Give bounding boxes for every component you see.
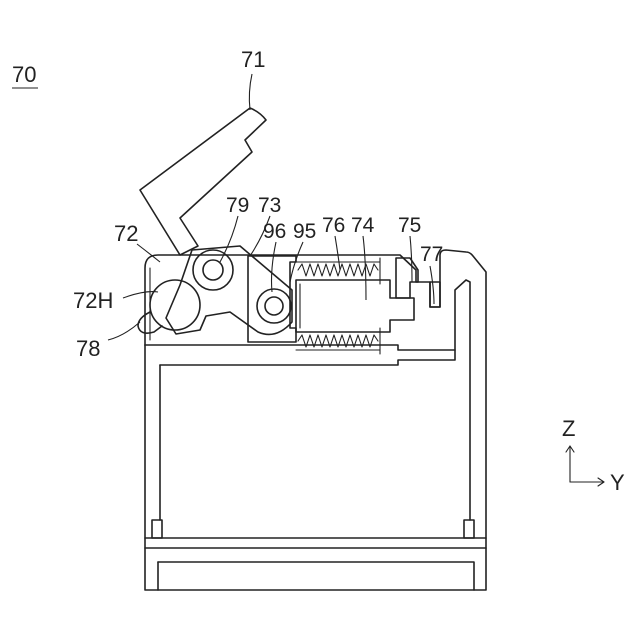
label-79: 79 xyxy=(226,194,249,217)
spring-lower xyxy=(296,328,380,354)
housing xyxy=(145,250,486,590)
latch-75 xyxy=(396,258,418,298)
label-76: 76 xyxy=(322,214,345,237)
label-95: 95 xyxy=(293,220,316,243)
label-73: 73 xyxy=(258,194,281,217)
label-78: 78 xyxy=(76,336,100,361)
axis-indicator xyxy=(566,446,604,486)
label-71: 71 xyxy=(241,47,265,72)
label-77: 77 xyxy=(420,243,443,266)
axis-label-z: Z xyxy=(562,416,575,441)
label-96: 96 xyxy=(263,220,286,243)
pivot-78 xyxy=(138,280,200,333)
pin-79 xyxy=(193,250,233,290)
figure-number: 70 xyxy=(12,62,36,87)
label-72H: 72H xyxy=(73,288,113,313)
lever-71 xyxy=(140,108,266,255)
label-72: 72 xyxy=(114,221,138,246)
label-74: 74 xyxy=(351,214,375,237)
stopper-77 xyxy=(430,282,440,307)
pin-96 xyxy=(257,289,291,323)
axis-label-y: Y xyxy=(610,470,625,495)
label-75: 75 xyxy=(398,214,421,237)
spring-76 xyxy=(296,258,380,284)
